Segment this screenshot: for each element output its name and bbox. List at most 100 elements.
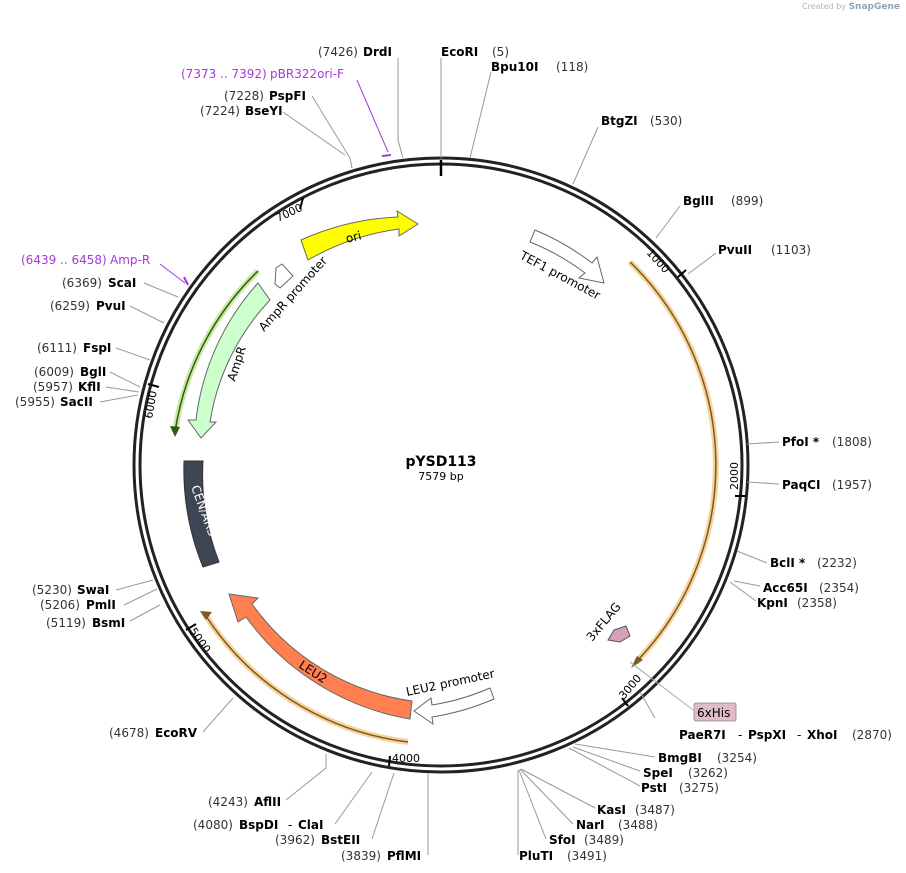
enzyme-label-aflii[interactable]: (4243) AflII [208, 795, 281, 809]
enzyme-label-fspi[interactable]: (6111) FspI [37, 341, 111, 355]
enzyme-separator: - [288, 818, 292, 832]
orf-arc-left [170, 268, 261, 437]
feature-6xhis[interactable]: 6xHis [629, 661, 737, 722]
enzyme-pos: (3962) [275, 833, 315, 847]
enzyme-pos: (4678) [109, 726, 149, 740]
tick-2000: 2000 [728, 462, 746, 497]
enzyme-name: PfoI * [782, 435, 820, 449]
enzyme-label-swai[interactable]: (5230) SwaI [32, 583, 109, 597]
enzyme-label-paer7i-pspxi-xhoi[interactable]: PaeR7I - PspXI - XhoI (2870) [679, 728, 892, 742]
enzyme-pos: (7228) [224, 89, 264, 103]
enzyme-label-nari[interactable]: NarI (3488) [576, 818, 658, 832]
enzyme-label-acc65i[interactable]: Acc65I (2354) [763, 581, 859, 595]
enzyme-pos: (1103) [771, 243, 811, 257]
tick-4000: 4000 [388, 752, 420, 767]
feature-leu2[interactable]: LEU2 [228, 593, 413, 720]
enzyme-label-pfoi[interactable]: PfoI * (1808) [782, 435, 872, 449]
enzyme-label-bglii[interactable]: BglII (899) [683, 194, 763, 208]
enzyme-label-sacii[interactable]: (5955) SacII [15, 395, 93, 409]
enzyme-label-pluti[interactable]: PluTI (3491) [519, 849, 607, 863]
enzyme-label-bseyi[interactable]: (7224) BseYI [200, 104, 283, 118]
enzyme-label-pflmi[interactable]: (3839) PflMI [341, 849, 421, 863]
enzyme-pos: (6111) [37, 341, 77, 355]
feature-ampr-promoter[interactable]: AmpR promoter [256, 254, 330, 334]
enzyme-pos: (6259) [50, 299, 90, 313]
enzyme-label-pmli[interactable]: (5206) PmlI [40, 598, 116, 612]
enzyme-label-ecori[interactable]: EcoRI (5) [441, 45, 509, 59]
enzyme-label-kpni[interactable]: KpnI (2358) [757, 596, 837, 610]
enzyme-pos: (3275) [679, 781, 719, 795]
enzyme-label-pvuii[interactable]: PvuII (1103) [718, 243, 811, 257]
feature-label-ampr-promoter: AmpR promoter [256, 254, 330, 334]
enzyme-pos: (899) [731, 194, 763, 208]
feature-3xflag[interactable]: 3xFLAG [584, 600, 631, 644]
enzyme-pos: (7426) [318, 45, 358, 59]
enzyme-name: KpnI [757, 596, 788, 610]
enzyme-name: BstEII [321, 833, 360, 847]
enzyme-name: PstI [641, 781, 667, 795]
enzyme-label-bgli[interactable]: (6009) BglI [34, 365, 106, 379]
leader-lines [99, 58, 780, 855]
enzyme-name: XhoI [807, 728, 838, 742]
enzyme-pos: (5957) [33, 380, 73, 394]
enzyme-pos: (3839) [341, 849, 381, 863]
enzyme-name: AflII [254, 795, 281, 809]
primer-amp-r[interactable]: (6439 .. 6458) Amp-R [21, 253, 189, 286]
enzyme-name: BmgBI [658, 751, 702, 765]
enzyme-pos: (6009) [34, 365, 74, 379]
enzyme-name: NarI [576, 818, 605, 832]
enzyme-name: BclI * [770, 556, 806, 570]
enzyme-label-bsmi[interactable]: (5119) BsmI [46, 616, 125, 630]
enzyme-label-bcli[interactable]: BclI * (2232) [770, 556, 857, 570]
enzyme-label-ecorv[interactable]: (4678) EcoRV [109, 726, 198, 740]
enzyme-pos: (3487) [635, 803, 675, 817]
enzyme-name: PluTI [519, 849, 553, 863]
enzyme-label-btgzi[interactable]: BtgZI (530) [601, 114, 682, 128]
enzyme-label-pvui[interactable]: (6259) PvuI [50, 299, 126, 313]
enzyme-pos: (2870) [852, 728, 892, 742]
enzyme-name: BglI [80, 365, 106, 379]
enzyme-label-kfli[interactable]: (5957) KflI [33, 380, 101, 394]
orf-arc-right [627, 259, 719, 668]
primer-range: (7373 .. 7392) [181, 67, 267, 81]
enzyme-label-paqci[interactable]: PaqCI (1957) [782, 478, 872, 492]
enzyme-name: PaeR7I [679, 728, 726, 742]
primer-pbr322ori-f[interactable]: (7373 .. 7392) pBR322ori-F [181, 67, 392, 157]
enzyme-name: EcoRV [155, 726, 198, 740]
enzyme-name: SacII [60, 395, 93, 409]
enzyme-label-pspfi[interactable]: (7228) PspFI [224, 89, 306, 103]
enzyme-pos: (7224) [200, 104, 240, 118]
enzyme-name: PspXI [748, 728, 786, 742]
enzyme-pos: (2358) [797, 596, 837, 610]
enzyme-pos: (3491) [567, 849, 607, 863]
enzyme-label-psti[interactable]: PstI (3275) [641, 781, 719, 795]
watermark-brand: SnapGene [848, 2, 900, 12]
plasmid-name: pYSD113 [405, 454, 476, 470]
enzyme-label-bmgbi[interactable]: BmgBI (3254) [658, 751, 757, 765]
enzyme-label-scai[interactable]: (6369) ScaI [62, 276, 136, 290]
enzyme-name: PaqCI [782, 478, 820, 492]
feature-ori[interactable]: ori [300, 209, 419, 261]
enzyme-label-drdi[interactable]: (7426) DrdI [318, 45, 392, 59]
primer-name: pBR322ori-F [270, 67, 344, 81]
enzyme-separator: - [797, 728, 801, 742]
enzyme-pos: (530) [650, 114, 682, 128]
enzyme-label-bspdi-clai[interactable]: (4080) BspDI - ClaI [193, 818, 323, 832]
enzyme-pos: (1957) [832, 478, 872, 492]
tick-label: 2000 [728, 462, 741, 490]
enzyme-name: DrdI [363, 45, 392, 59]
enzyme-label-bpu10i[interactable]: Bpu10I (118) [491, 60, 588, 74]
enzyme-name: SfoI [549, 833, 576, 847]
enzyme-label-sfoi[interactable]: SfoI (3489) [549, 833, 624, 847]
feature-label-6xhis: 6xHis [697, 706, 730, 720]
enzyme-name: PmlI [86, 598, 116, 612]
enzyme-label-kasi[interactable]: KasI (3487) [597, 803, 675, 817]
enzyme-label-spei[interactable]: SpeI (3262) [643, 766, 728, 780]
feature-tef1-promoter[interactable]: TEF1 promoter [517, 229, 605, 302]
feature-leu2-promoter[interactable]: LEU2 promoter [405, 666, 496, 726]
tick-6000: 6000 [142, 383, 160, 420]
feature-cen-ars[interactable]: CEN/ARS [183, 460, 220, 568]
enzyme-pos: (4243) [208, 795, 248, 809]
enzyme-label-bsteii[interactable]: (3962) BstEII [275, 833, 360, 847]
